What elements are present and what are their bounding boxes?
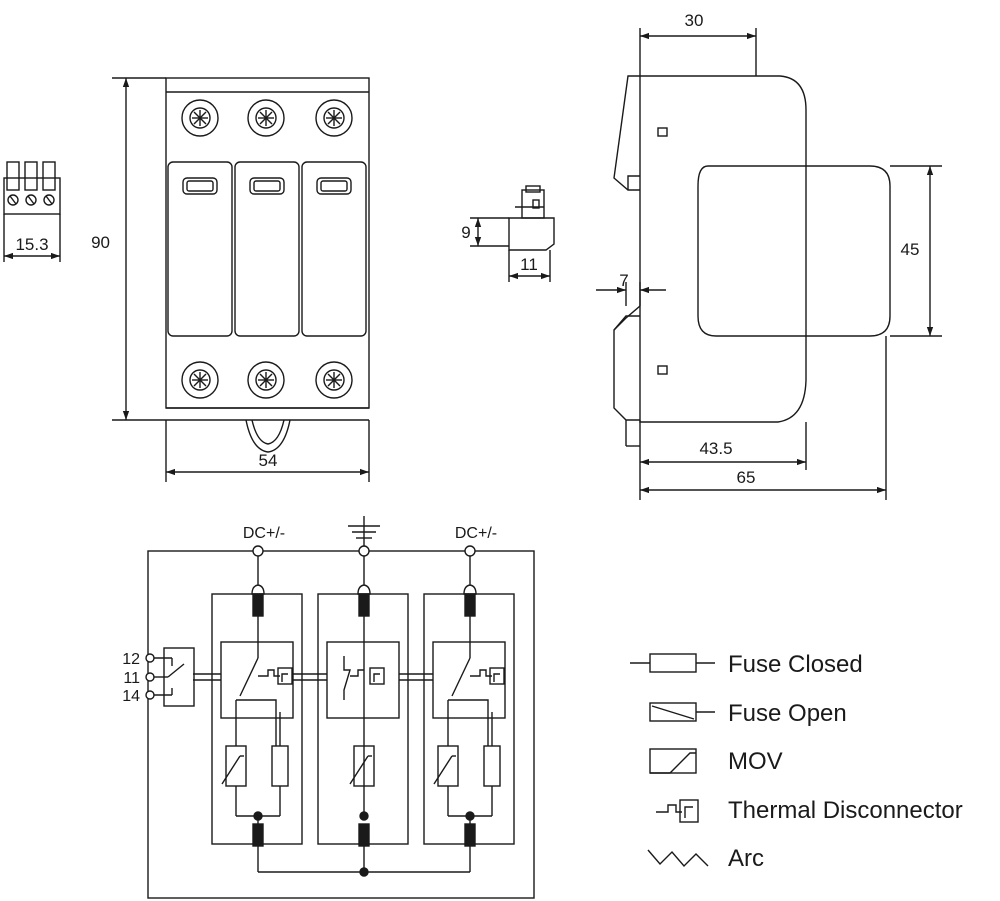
terminal-label-left: DC+/- [243,525,285,542]
screw-icon-top-2 [247,99,285,137]
terminal-connector-view [3,161,61,262]
dim-height: 90 [91,233,110,252]
legend-label-fuse-closed: Fuse Closed [728,651,863,678]
remote-contact-view [470,185,555,282]
circuit-schematic [145,516,535,899]
screw-icon-bottom-1 [181,361,219,399]
legend-label-fuse-open: Fuse Open [728,700,847,727]
screw-icon-bottom-3 [315,361,353,399]
side-view [596,28,942,500]
legend-fuse-open-icon [649,702,715,722]
legend-label-mov: MOV [728,748,783,775]
screw-icon-top-1 [181,99,219,137]
dim-side-depth-total: 65 [737,468,756,487]
dim-side-window: 45 [901,240,920,259]
terminal-label-right: DC+/- [455,525,497,542]
dim-side-top: 30 [685,11,704,30]
dim-small-height: 9 [461,223,470,242]
legend-arc-icon [647,849,709,868]
legend-label-arc: Arc [728,845,764,872]
screw-icon-top-3 [315,99,353,137]
contact-label-11: 11 [123,670,140,687]
legend-label-thermal-disconnector: Thermal Disconnector [728,797,963,824]
dim-small-width: 11 [520,255,538,274]
dim-side-depth-inner: 43.5 [699,439,732,458]
contact-label-14: 14 [122,688,140,705]
front-view [112,77,370,482]
ground-icon [348,516,380,546]
dim-terminal-width: 15.3 [15,235,48,254]
dim-width: 54 [259,451,278,470]
dim-side-clip: 7 [619,271,628,290]
legend-mov-icon [649,748,697,774]
screw-icon-bottom-2 [247,361,285,399]
legend-thermal-disconnector-icon [656,799,699,823]
legend-fuse-closed-icon [630,653,715,673]
contact-label-12: 12 [122,651,140,668]
